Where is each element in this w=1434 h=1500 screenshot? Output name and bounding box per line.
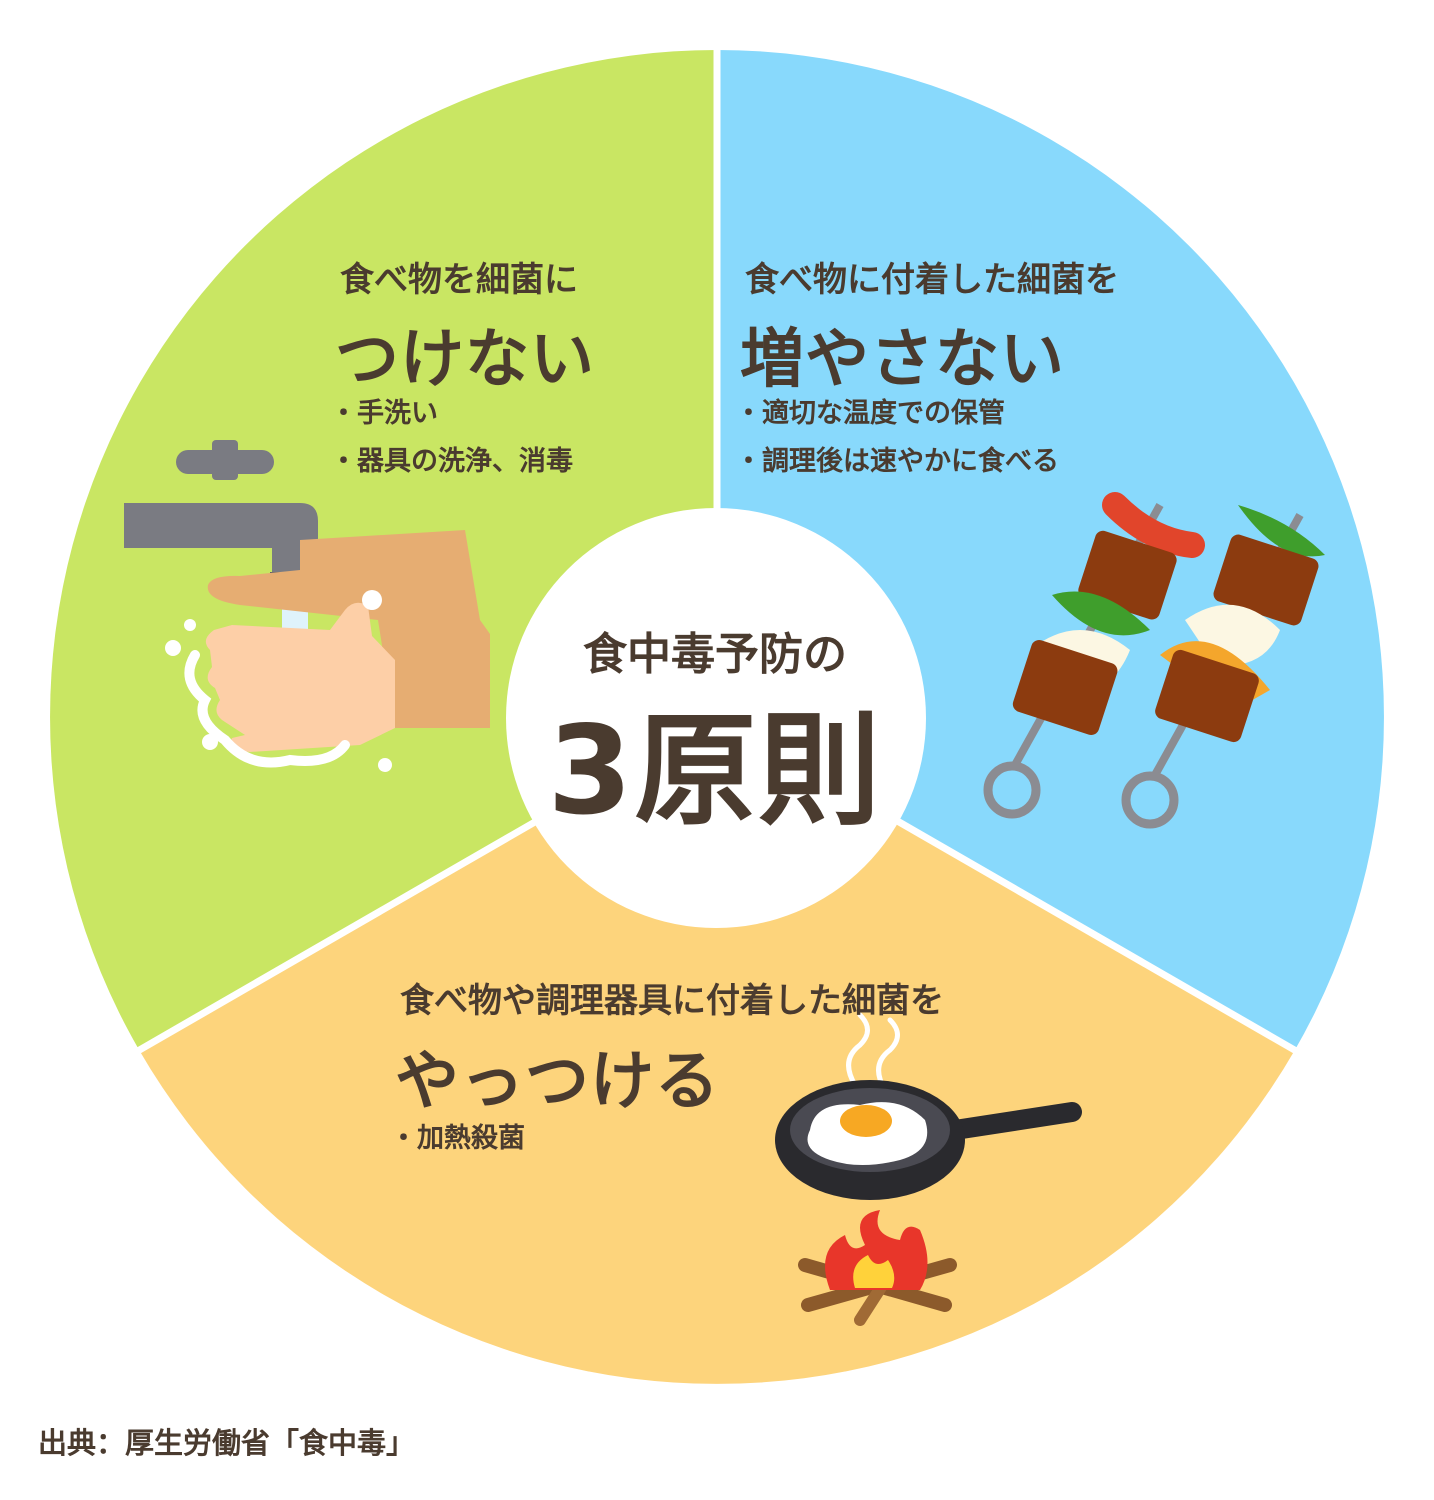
frying-pan-campfire-icon bbox=[775, 1012, 1082, 1326]
center-subtitle: 食中毒予防の bbox=[583, 629, 847, 680]
keep-off-bullet-2: ・器具の洗浄、消毒 bbox=[330, 446, 573, 477]
keep-off-heading: 食べ物を細菌に bbox=[340, 260, 578, 300]
keep-off-action: つけない bbox=[335, 323, 595, 397]
no-growth-action: 増やさない bbox=[740, 323, 1065, 397]
center-circle bbox=[506, 508, 926, 928]
grilled-skewers-icon bbox=[983, 492, 1325, 829]
source-citation: 出典：厚生労働省「食中毒」 bbox=[38, 1426, 416, 1460]
keep-off-bullet-1: ・手洗い bbox=[330, 398, 438, 429]
no-growth-heading: 食べ物に付着した細菌を bbox=[745, 260, 1119, 300]
kill-action: やっつける bbox=[395, 1045, 720, 1119]
kill-bullet-1: ・加熱殺菌 bbox=[390, 1123, 525, 1154]
no-growth-bullet-2: ・調理後は速やかに食べる bbox=[735, 446, 1059, 477]
wedge-kill bbox=[139, 717, 1295, 1384]
handwashing-faucet-icon bbox=[124, 440, 490, 772]
center-title: 3原則 bbox=[547, 700, 883, 842]
no-growth-bullet-1: ・適切な温度での保管 bbox=[735, 398, 1005, 429]
kill-heading: 食べ物や調理器具に付着した細菌を bbox=[400, 981, 944, 1021]
